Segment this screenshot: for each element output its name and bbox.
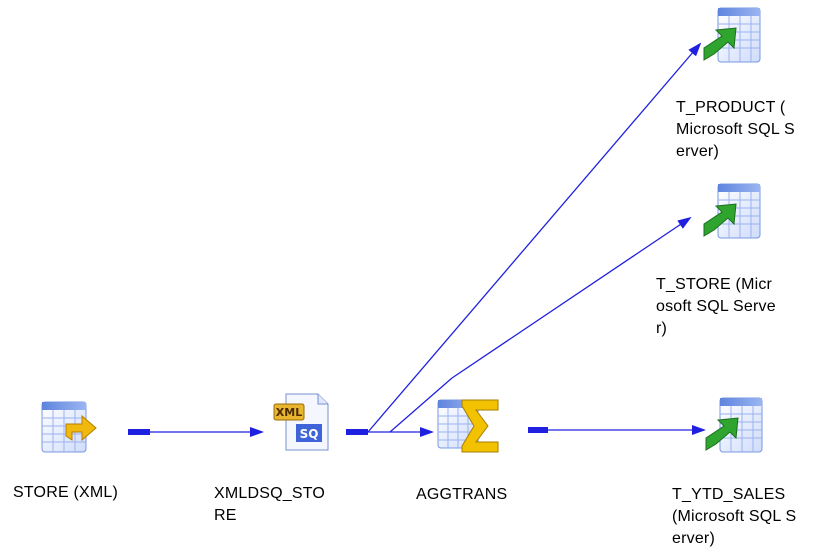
node-label: AGGTRANS: [416, 486, 508, 503]
xml-source-table-icon: [41, 401, 97, 453]
node-label: XMLDSQ_STO RE: [214, 485, 326, 524]
node-t-product[interactable]: T_PRODUCT ( Microsoft SQL S erver): [676, 0, 830, 180]
node-t-store[interactable]: T_STORE (Micr osoft SQL Serve r): [656, 178, 830, 358]
svg-text:SQ: SQ: [300, 427, 319, 441]
aggregator-transformation-icon: [437, 399, 499, 453]
node-t-ytd-sales[interactable]: T_YTD_SALES (Microsoft SQL S erver): [672, 392, 830, 556]
node-store-xml[interactable]: STORE (XML): [13, 394, 164, 514]
link-xmldsq-to-t-store[interactable]: [389, 216, 692, 433]
node-label: T_STORE (Micr osoft SQL Serve r): [656, 276, 776, 337]
svg-text:XML: XML: [276, 406, 302, 419]
node-aggtrans[interactable]: AGGTRANS: [416, 390, 570, 510]
target-table-icon: [703, 7, 761, 63]
target-table-icon: [703, 183, 761, 239]
xml-source-qualifier-icon: XML SQ: [273, 393, 329, 451]
node-label: T_PRODUCT ( Microsoft SQL S erver): [676, 99, 795, 160]
target-table-icon: [705, 397, 763, 453]
link-xmldsq-to-t-product[interactable]: [367, 42, 702, 433]
node-label: T_YTD_SALES (Microsoft SQL S erver): [672, 486, 797, 547]
node-xmldsq-store[interactable]: XML SQ XMLDSQ_STO RE: [214, 390, 408, 530]
node-label: STORE (XML): [13, 484, 119, 501]
